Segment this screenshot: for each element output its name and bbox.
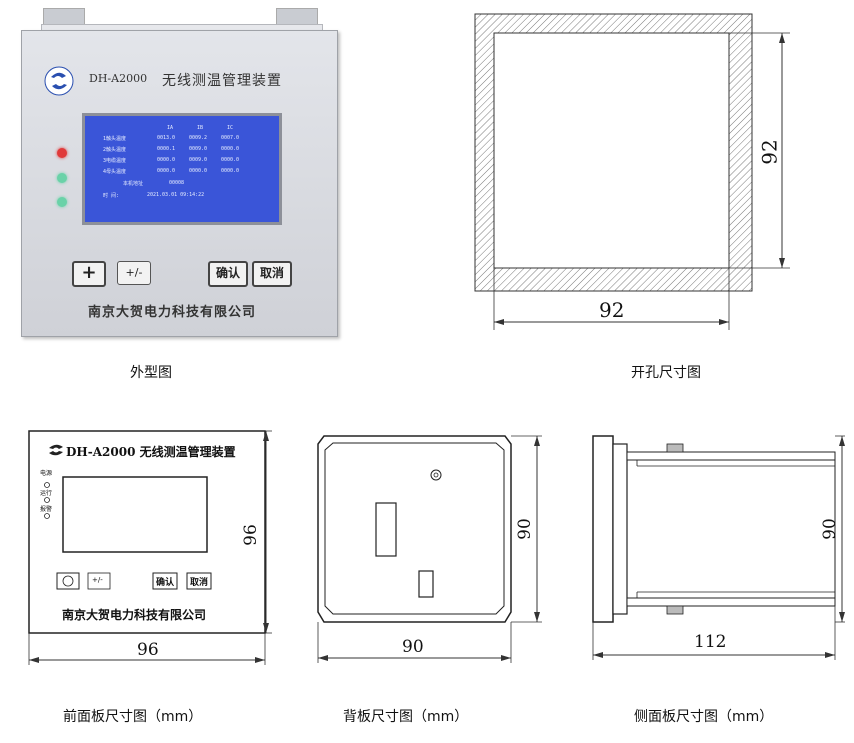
screen-col-header: IC xyxy=(227,125,234,131)
screen-cell: 0009.2 xyxy=(189,135,208,141)
screen-extra-label: 本机地址 xyxy=(123,181,144,187)
caption-cutout: 开孔尺寸图 xyxy=(631,365,701,381)
screen-cell: 0000.0 xyxy=(221,168,240,174)
screen-col-header: IB xyxy=(197,125,204,131)
cancel-button[interactable]: 取消 xyxy=(252,261,292,287)
screen-row-label: 2触头温度 xyxy=(103,147,127,153)
screen-row-label: 3电缆温度 xyxy=(103,158,127,164)
front-width-dim: 96 xyxy=(137,640,159,660)
screen-time-label: 时 间: xyxy=(103,193,120,199)
confirm-button[interactable]: 确认 xyxy=(208,261,248,287)
caption-appearance: 外型图 xyxy=(130,365,172,381)
led-power-indicator xyxy=(57,148,67,158)
front-logo-icon xyxy=(49,444,63,456)
front-company-name: 南京大贺电力科技有限公司 xyxy=(62,608,207,622)
device-model: DH-A2000 xyxy=(89,72,148,85)
plusminus-button[interactable]: +/- xyxy=(117,261,151,285)
front-confirm-label: 确认 xyxy=(156,578,175,588)
led-alarm-indicator xyxy=(57,197,67,207)
device-photo: DH-A2000 无线测温管理装置 IA IB IC 1触头温度 0013.0 … xyxy=(21,8,338,337)
back-width-dim: 90 xyxy=(402,637,424,657)
screen-cell: 0000.0 xyxy=(189,168,208,174)
screen-cell: 0007.0 xyxy=(221,135,240,141)
front-panel: DH-A2000 无线测温管理装置 IA IB IC 1触头温度 0013.0 … xyxy=(21,30,338,337)
cutout-width-dim: 92 xyxy=(599,298,625,322)
device-name: 无线测温管理装置 xyxy=(162,73,282,89)
screen-row-label: 1触头温度 xyxy=(103,136,127,142)
front-plusminus-label: +/- xyxy=(92,576,103,584)
screen-cell: 0013.0 xyxy=(157,135,176,141)
front-side-label: 运行 xyxy=(40,490,53,497)
screen-cell: 0009.0 xyxy=(189,157,208,163)
front-height-dim: 96 xyxy=(240,524,261,546)
company-logo-icon xyxy=(44,66,74,96)
screen-cell: 0000.1 xyxy=(157,146,176,152)
screen-extra-value: 00008 xyxy=(169,180,185,186)
screen-cell: 0000.0 xyxy=(221,157,240,163)
front-side-label: 报警 xyxy=(40,506,53,513)
screen-col-header: IA xyxy=(167,125,174,131)
screen-time-value: 2021.03.01 09:14:22 xyxy=(147,192,205,198)
screen-cell: 0000.0 xyxy=(221,146,240,152)
screen-cell: 0009.0 xyxy=(189,146,208,152)
side-width-dim: 112 xyxy=(694,632,727,652)
back-height-dim: 90 xyxy=(514,518,535,540)
company-name: 南京大贺电力科技有限公司 xyxy=(88,305,257,320)
led-run-indicator xyxy=(57,173,67,183)
side-height-dim: 90 xyxy=(819,518,840,540)
lcd-screen: IA IB IC 1触头温度 0013.0 0009.2 0007.0 2触头温… xyxy=(82,113,282,225)
caption-back: 背板尺寸图（mm） xyxy=(343,709,469,725)
screen-cell: 0000.0 xyxy=(157,168,176,174)
front-title: DH-A2000 无线测温管理装置 xyxy=(66,445,236,459)
front-cancel-label: 取消 xyxy=(190,578,209,588)
screen-cell: 0000.0 xyxy=(157,157,176,163)
caption-front: 前面板尺寸图（mm） xyxy=(63,709,203,725)
screen-row-label: 4母头温度 xyxy=(103,169,127,175)
front-side-label: 电源 xyxy=(40,470,53,477)
plus-button[interactable]: + xyxy=(72,261,106,287)
caption-side: 侧面板尺寸图（mm） xyxy=(634,709,774,725)
cutout-height-dim: 92 xyxy=(757,139,782,165)
